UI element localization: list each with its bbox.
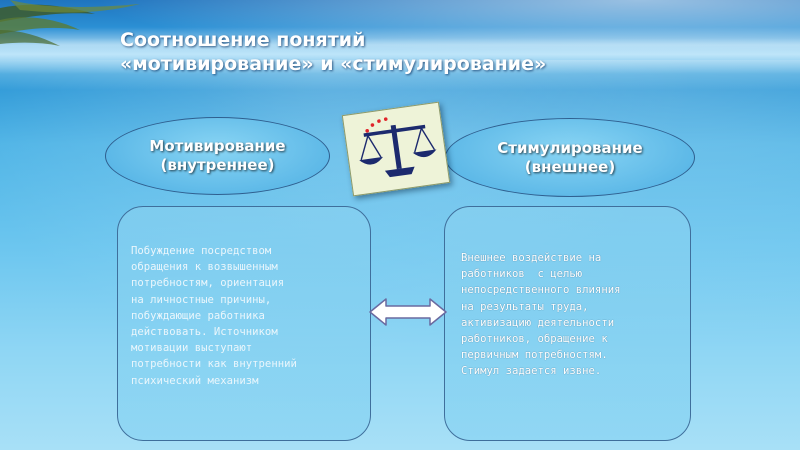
palm-leaves-decoration xyxy=(0,0,140,46)
stimulation-description-panel: Внешнее воздействие на работников с цель… xyxy=(444,206,691,441)
motivation-oval-line-2: (внутреннее) xyxy=(160,156,275,174)
title-line-2: «мотивирование» и «стимулирование» xyxy=(120,53,547,75)
motivation-description-text: Побуждение посредством обращения к возвы… xyxy=(131,245,297,387)
scales-icon xyxy=(341,101,451,197)
water-surface xyxy=(0,38,800,74)
motivation-oval: Мотивирование (внутреннее) xyxy=(105,117,330,195)
motivation-oval-line-1: Мотивирование xyxy=(149,137,286,155)
stimulation-oval-line-2: (внешнее) xyxy=(524,157,616,176)
title-line-1: Соотношение понятий xyxy=(120,29,366,51)
stimulation-description-text: Внешнее воздействие на работников с цель… xyxy=(461,252,621,378)
stimulation-oval: Стимулирование (внешнее) xyxy=(445,118,695,197)
stimulation-oval-line-1: Стимулирование xyxy=(497,138,643,157)
motivation-description-panel: Побуждение посредством обращения к возвы… xyxy=(117,206,371,441)
slide-title: Соотношение понятий «мотивирование» и «с… xyxy=(120,28,640,76)
double-arrow-icon xyxy=(369,298,447,326)
